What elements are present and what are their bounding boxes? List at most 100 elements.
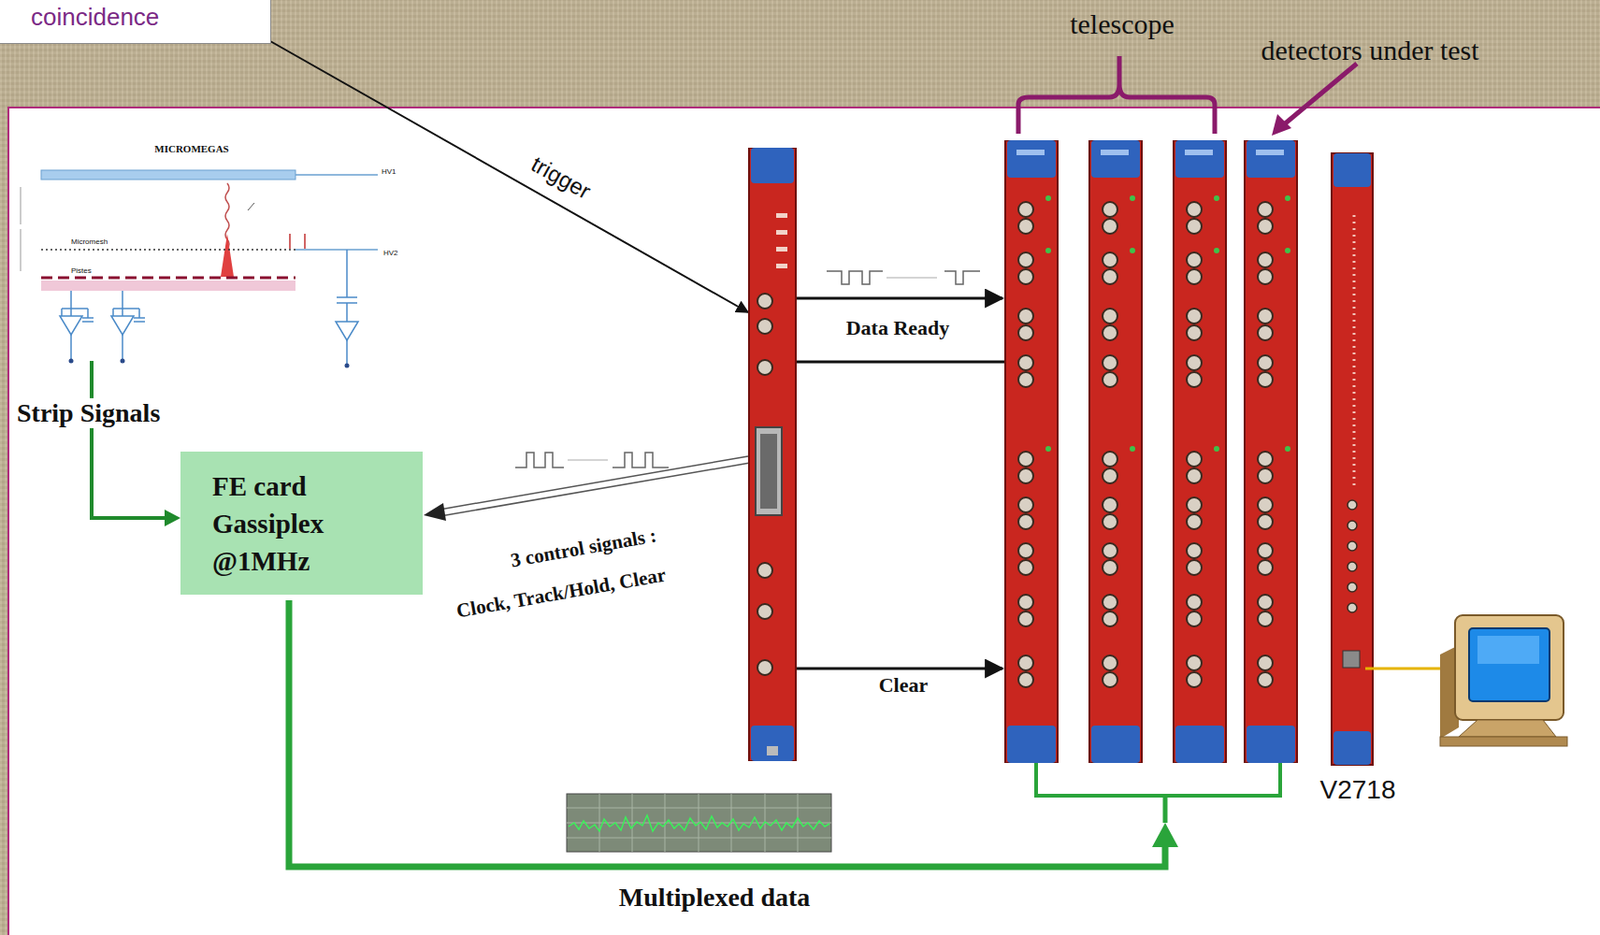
leader-arrow xyxy=(1282,63,1357,126)
micromegas-drawing xyxy=(61,307,88,310)
scope-picture xyxy=(664,793,666,852)
part-name: Micromesh xyxy=(71,237,108,246)
micromegas-drawing xyxy=(121,334,124,360)
v2718-module xyxy=(1347,520,1357,531)
micromegas-drawing xyxy=(59,316,83,335)
micromegas-drawing xyxy=(335,321,359,341)
arrowhead xyxy=(1152,822,1179,848)
micromegas-drawing xyxy=(70,290,73,317)
signal-arrow xyxy=(764,297,1003,301)
computer-icon xyxy=(1469,628,1550,702)
signal-name: HV1 xyxy=(381,167,397,176)
micromegas-drawing xyxy=(82,320,94,323)
signal-name: trigger xyxy=(527,150,596,204)
callout-box: coincidence xyxy=(0,0,272,44)
scope-picture xyxy=(566,793,832,852)
cable xyxy=(1365,667,1441,671)
micromegas-drawing xyxy=(247,202,255,211)
micromegas-drawing xyxy=(41,280,296,291)
box-text: FE card Gassiplex @1MHz xyxy=(212,467,376,580)
trigger-line xyxy=(270,41,749,313)
v2718-module xyxy=(1347,541,1357,551)
micromegas-drawing xyxy=(41,170,296,180)
micromegas-drawing xyxy=(113,307,140,310)
v2718-module xyxy=(1333,731,1371,765)
scope-picture xyxy=(568,815,830,832)
v2718-module xyxy=(1333,153,1371,188)
v2718-module xyxy=(1347,562,1357,572)
micromegas-drawing xyxy=(120,359,126,364)
micromegas-drawing xyxy=(345,340,348,365)
micromegas-drawing xyxy=(20,229,22,272)
computer-icon xyxy=(1477,635,1540,664)
micromegas-drawing xyxy=(295,173,378,176)
vme-module xyxy=(1244,140,1298,764)
micromegas-drawing xyxy=(295,248,378,251)
computer-icon xyxy=(1440,615,1568,747)
micromegas-drawing xyxy=(345,302,348,322)
v2718-module xyxy=(1347,603,1357,613)
pulse-waveform xyxy=(826,271,981,285)
micromegas-drawing xyxy=(70,334,73,360)
part-name: MICROMEGAS xyxy=(154,143,229,156)
signal-name: Clock, Track/Hold, Clear xyxy=(454,562,667,622)
control-bus xyxy=(440,462,750,517)
control-bus xyxy=(439,456,749,510)
micromegas-drawing xyxy=(111,316,134,335)
v2718-module xyxy=(1331,153,1373,765)
scope-picture xyxy=(566,793,832,852)
micromegas-drawing xyxy=(41,276,296,280)
signal-name: Multiplexed data xyxy=(619,882,811,913)
micromegas-drawing xyxy=(86,308,89,318)
micromegas-drawing xyxy=(303,233,306,249)
vme-module xyxy=(1005,140,1058,764)
data-line xyxy=(1163,795,1168,823)
bracket xyxy=(1018,56,1215,134)
micromegas-drawing xyxy=(133,317,145,319)
scope-picture xyxy=(632,793,634,852)
micromegas-drawing xyxy=(20,170,378,369)
micromegas-drawing xyxy=(133,320,145,323)
process-box: FE card Gassiplex @1MHz xyxy=(180,451,423,595)
arrowhead xyxy=(423,503,447,521)
micromegas-drawing xyxy=(138,308,141,318)
bracket xyxy=(1036,763,1281,796)
arrowhead xyxy=(1271,114,1292,136)
vme-module xyxy=(1089,140,1142,764)
computer-icon xyxy=(1440,736,1568,747)
callout-label: detectors under test xyxy=(1260,34,1479,68)
micromegas-drawing xyxy=(41,248,296,251)
pulse-waveform xyxy=(886,277,937,279)
micromegas-drawing xyxy=(336,296,358,299)
micromegas-drawing xyxy=(121,290,124,317)
v2718-module xyxy=(1347,582,1357,592)
group-label: telescope xyxy=(1069,8,1175,42)
micromegas-drawing xyxy=(345,249,348,298)
micromegas-drawing xyxy=(112,308,115,317)
micromegas-drawing xyxy=(60,308,63,317)
scope-picture xyxy=(566,793,832,852)
data-line xyxy=(288,600,1166,867)
micromegas-drawing xyxy=(69,359,74,364)
v2718-module xyxy=(1347,500,1357,613)
scope-picture xyxy=(599,793,601,852)
part-name: V2718 xyxy=(1320,775,1397,806)
scope-picture xyxy=(797,793,799,852)
signal-name: Clear xyxy=(879,673,929,697)
sequencer-module xyxy=(749,147,796,762)
v2718-module xyxy=(1331,153,1373,765)
part-name: Pistes xyxy=(71,266,92,275)
signal-name: 3 control signals : xyxy=(508,523,659,572)
panel xyxy=(8,107,1600,935)
v2718-module xyxy=(1353,215,1356,487)
micromegas-drawing xyxy=(59,249,359,365)
vme-module xyxy=(1173,140,1226,764)
signal-name: Data Ready xyxy=(846,316,951,340)
pulse-waveform xyxy=(567,460,608,462)
arrowhead xyxy=(164,509,181,527)
signal-arrow xyxy=(766,667,1003,671)
v2718-module xyxy=(1347,500,1357,510)
signal-name: HV2 xyxy=(383,248,399,258)
computer-icon xyxy=(1455,615,1564,721)
